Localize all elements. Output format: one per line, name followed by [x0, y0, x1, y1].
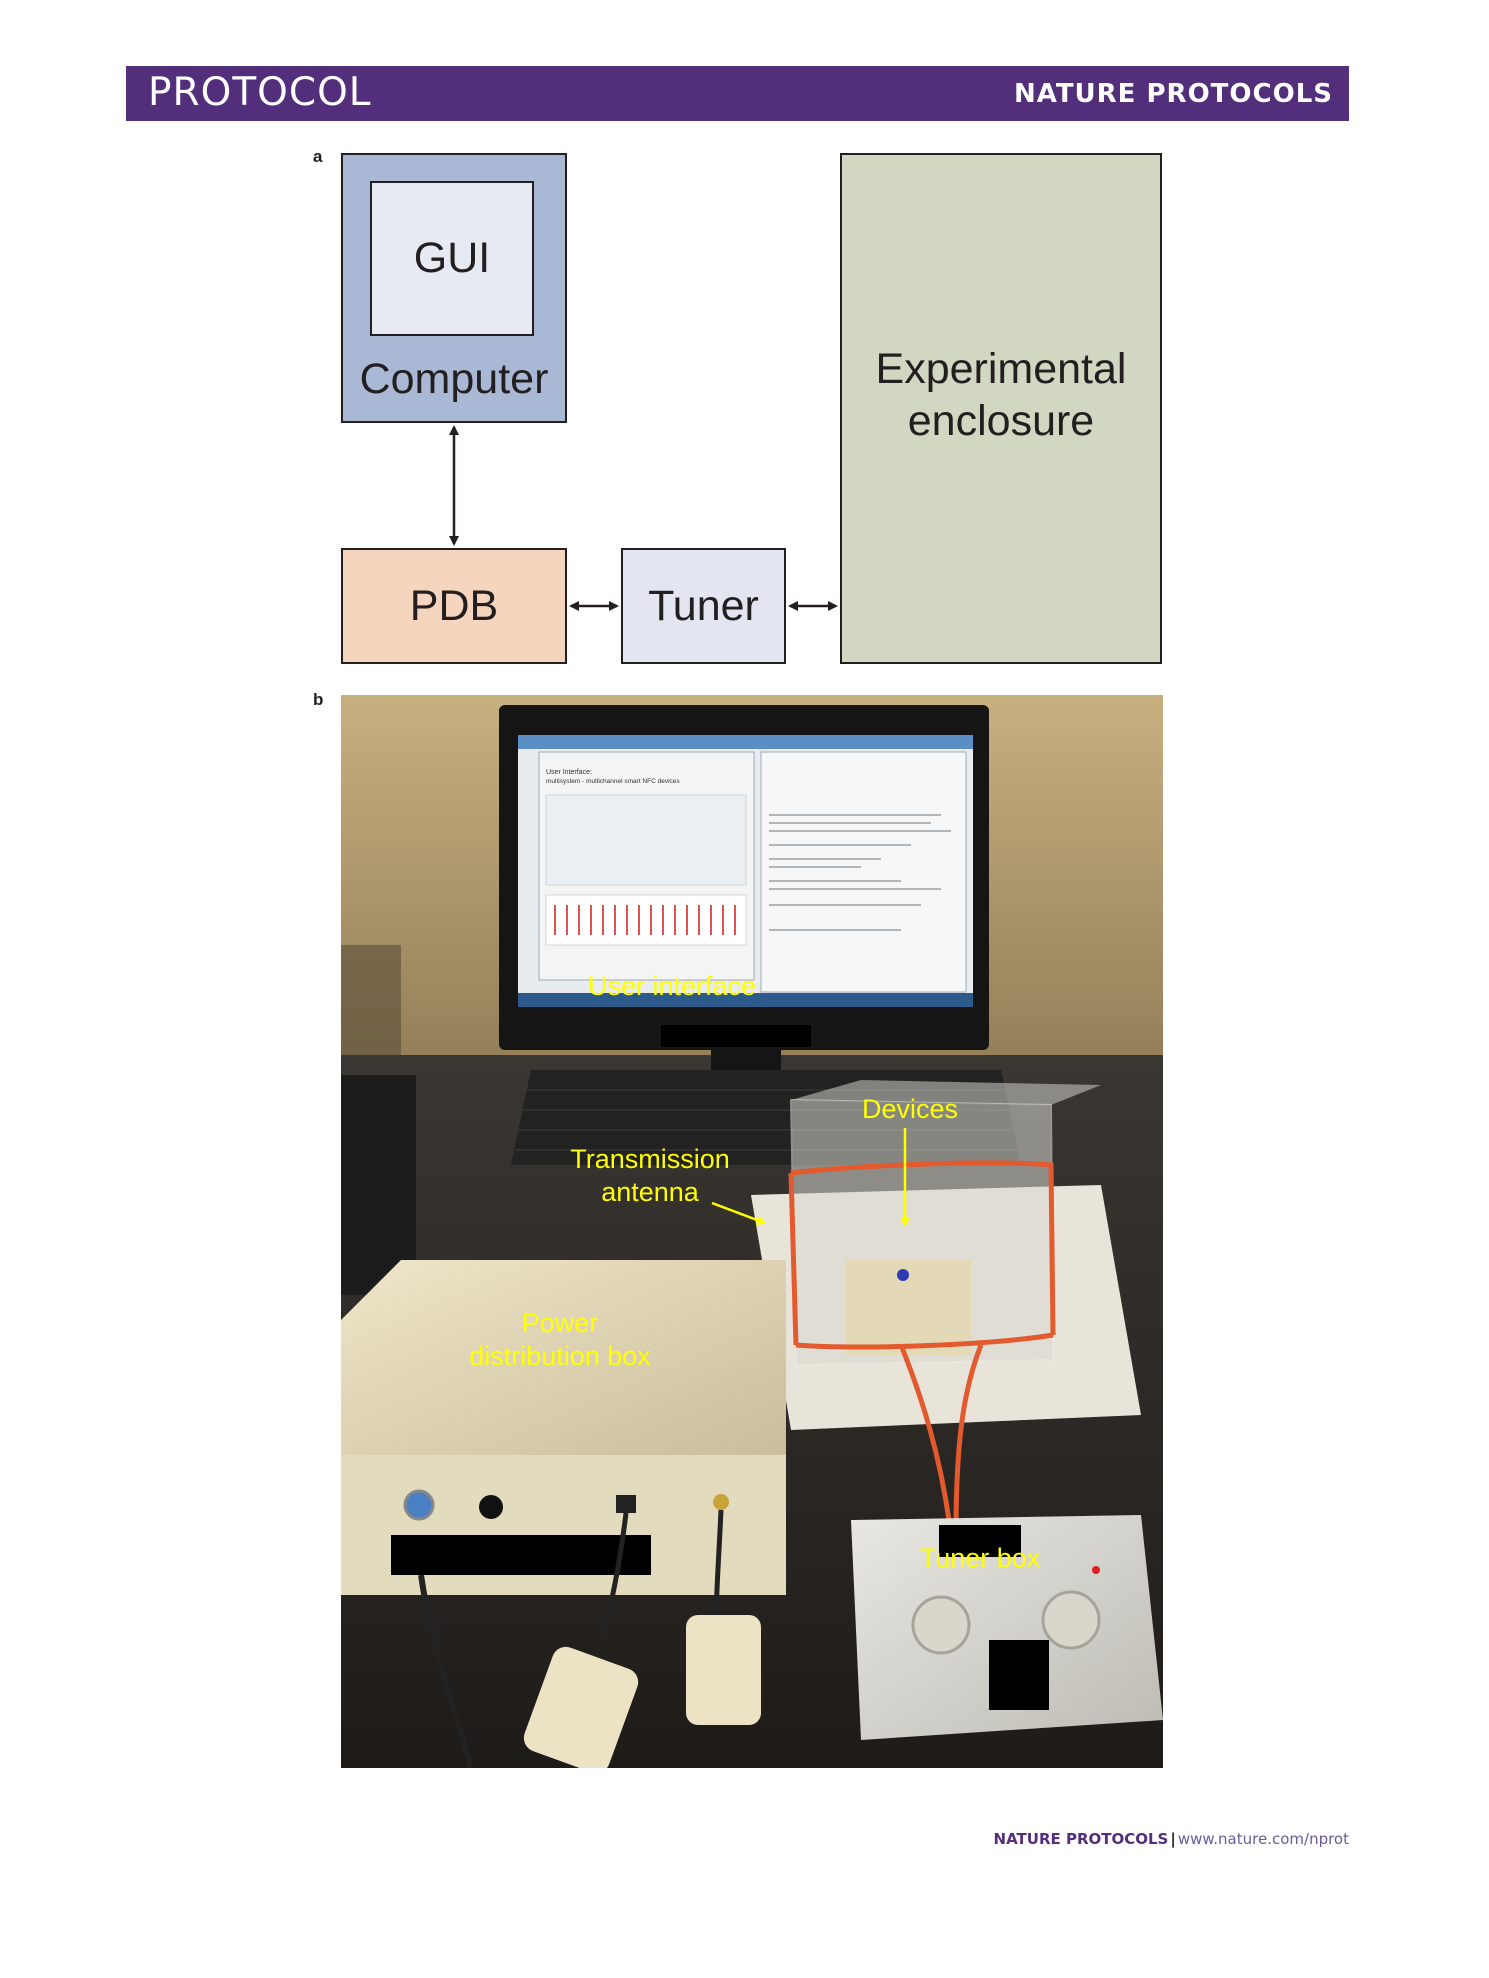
screen-titlebar [518, 735, 973, 749]
gui-pulse-bars [554, 905, 736, 935]
monitor-stand [711, 1050, 781, 1070]
bnc-connector [713, 1494, 729, 1510]
label-power-line2: distribution box [469, 1341, 651, 1371]
usb-cable [593, 1512, 629, 1656]
section-title: PROTOCOL [148, 70, 372, 115]
enclosure-box [840, 153, 1162, 664]
label-power-distribution-box: Power distribution box [450, 1307, 670, 1373]
header-banner: PROTOCOL NATURE PROTOCOLS [126, 66, 1349, 121]
tuner-indicator-led [1092, 1566, 1100, 1574]
gui-window-subtitle: multisystem - multichannel smart NFC dev… [546, 778, 680, 785]
computer-label: Computer [359, 355, 549, 403]
plug-adapter-1 [523, 1646, 639, 1768]
power-switch [403, 1489, 435, 1521]
power-box-label-tape [391, 1535, 651, 1575]
footer-url[interactable]: www.nature.com/nprot [1177, 1830, 1349, 1848]
tuner-knob-right [1041, 1590, 1101, 1650]
power-distribution-box [341, 1260, 786, 1455]
screen-taskbar [518, 993, 973, 1007]
monitor-label-tape [661, 1025, 811, 1047]
setup-photo: User Interface: multisystem - multichann… [341, 695, 1163, 1768]
left-device [341, 1075, 416, 1295]
antenna-coil [788, 1160, 1056, 1350]
plug-adapter-2 [686, 1615, 761, 1725]
panel-b-label: b [313, 690, 324, 709]
panel-a-label: a [313, 147, 323, 166]
editor-window [760, 751, 967, 993]
tuner-box [851, 1515, 1163, 1740]
tuner-box-label-tape-2 [989, 1640, 1049, 1710]
label-devices: Devices [861, 1094, 959, 1124]
gui-box: GUI [370, 181, 534, 336]
power-cable [418, 1574, 474, 1768]
label-transmission-line2: antenna [601, 1177, 699, 1207]
usb-port [616, 1495, 636, 1513]
gui-controls [545, 794, 747, 886]
pdb-label: PDB [409, 581, 499, 630]
footer-journal: NATURE PROTOCOLS [993, 1830, 1169, 1848]
label-tuner-box: Tuner box [919, 1543, 1041, 1573]
tuner-knob-left [911, 1595, 971, 1655]
device-implant [897, 1269, 909, 1281]
gui-label: GUI [413, 234, 491, 282]
pdb-box: PDB [341, 548, 567, 664]
acrylic-top [791, 1080, 1101, 1105]
enclosure-label-line2: enclosure [907, 397, 1095, 445]
tuner-box: Tuner [621, 548, 786, 664]
label-transmission-antenna: Transmission antenna [560, 1143, 740, 1209]
label-user-interface: User interface [587, 971, 757, 1001]
journal-title: NATURE PROTOCOLS [1013, 79, 1333, 109]
pointer-antenna [711, 1201, 767, 1225]
antenna-leads [898, 1344, 984, 1536]
diagram-arrows [449, 425, 838, 611]
page-footer: NATURE PROTOCOLS|www.nature.com/nprot [994, 1830, 1349, 1848]
tuner-label: Tuner [648, 581, 759, 630]
enclosure-label: Experimental enclosure [840, 343, 1162, 447]
label-transmission-line1: Transmission [570, 1144, 730, 1174]
enclosure-label-line1: Experimental [875, 345, 1127, 393]
label-power-line1: Power [521, 1308, 599, 1338]
gui-window-title: User Interface: [546, 769, 592, 776]
footer-separator: | [1170, 1830, 1176, 1848]
tuner-box-label-tape [939, 1525, 1021, 1557]
power-knob [479, 1495, 503, 1519]
editor-text-lines [769, 814, 951, 931]
